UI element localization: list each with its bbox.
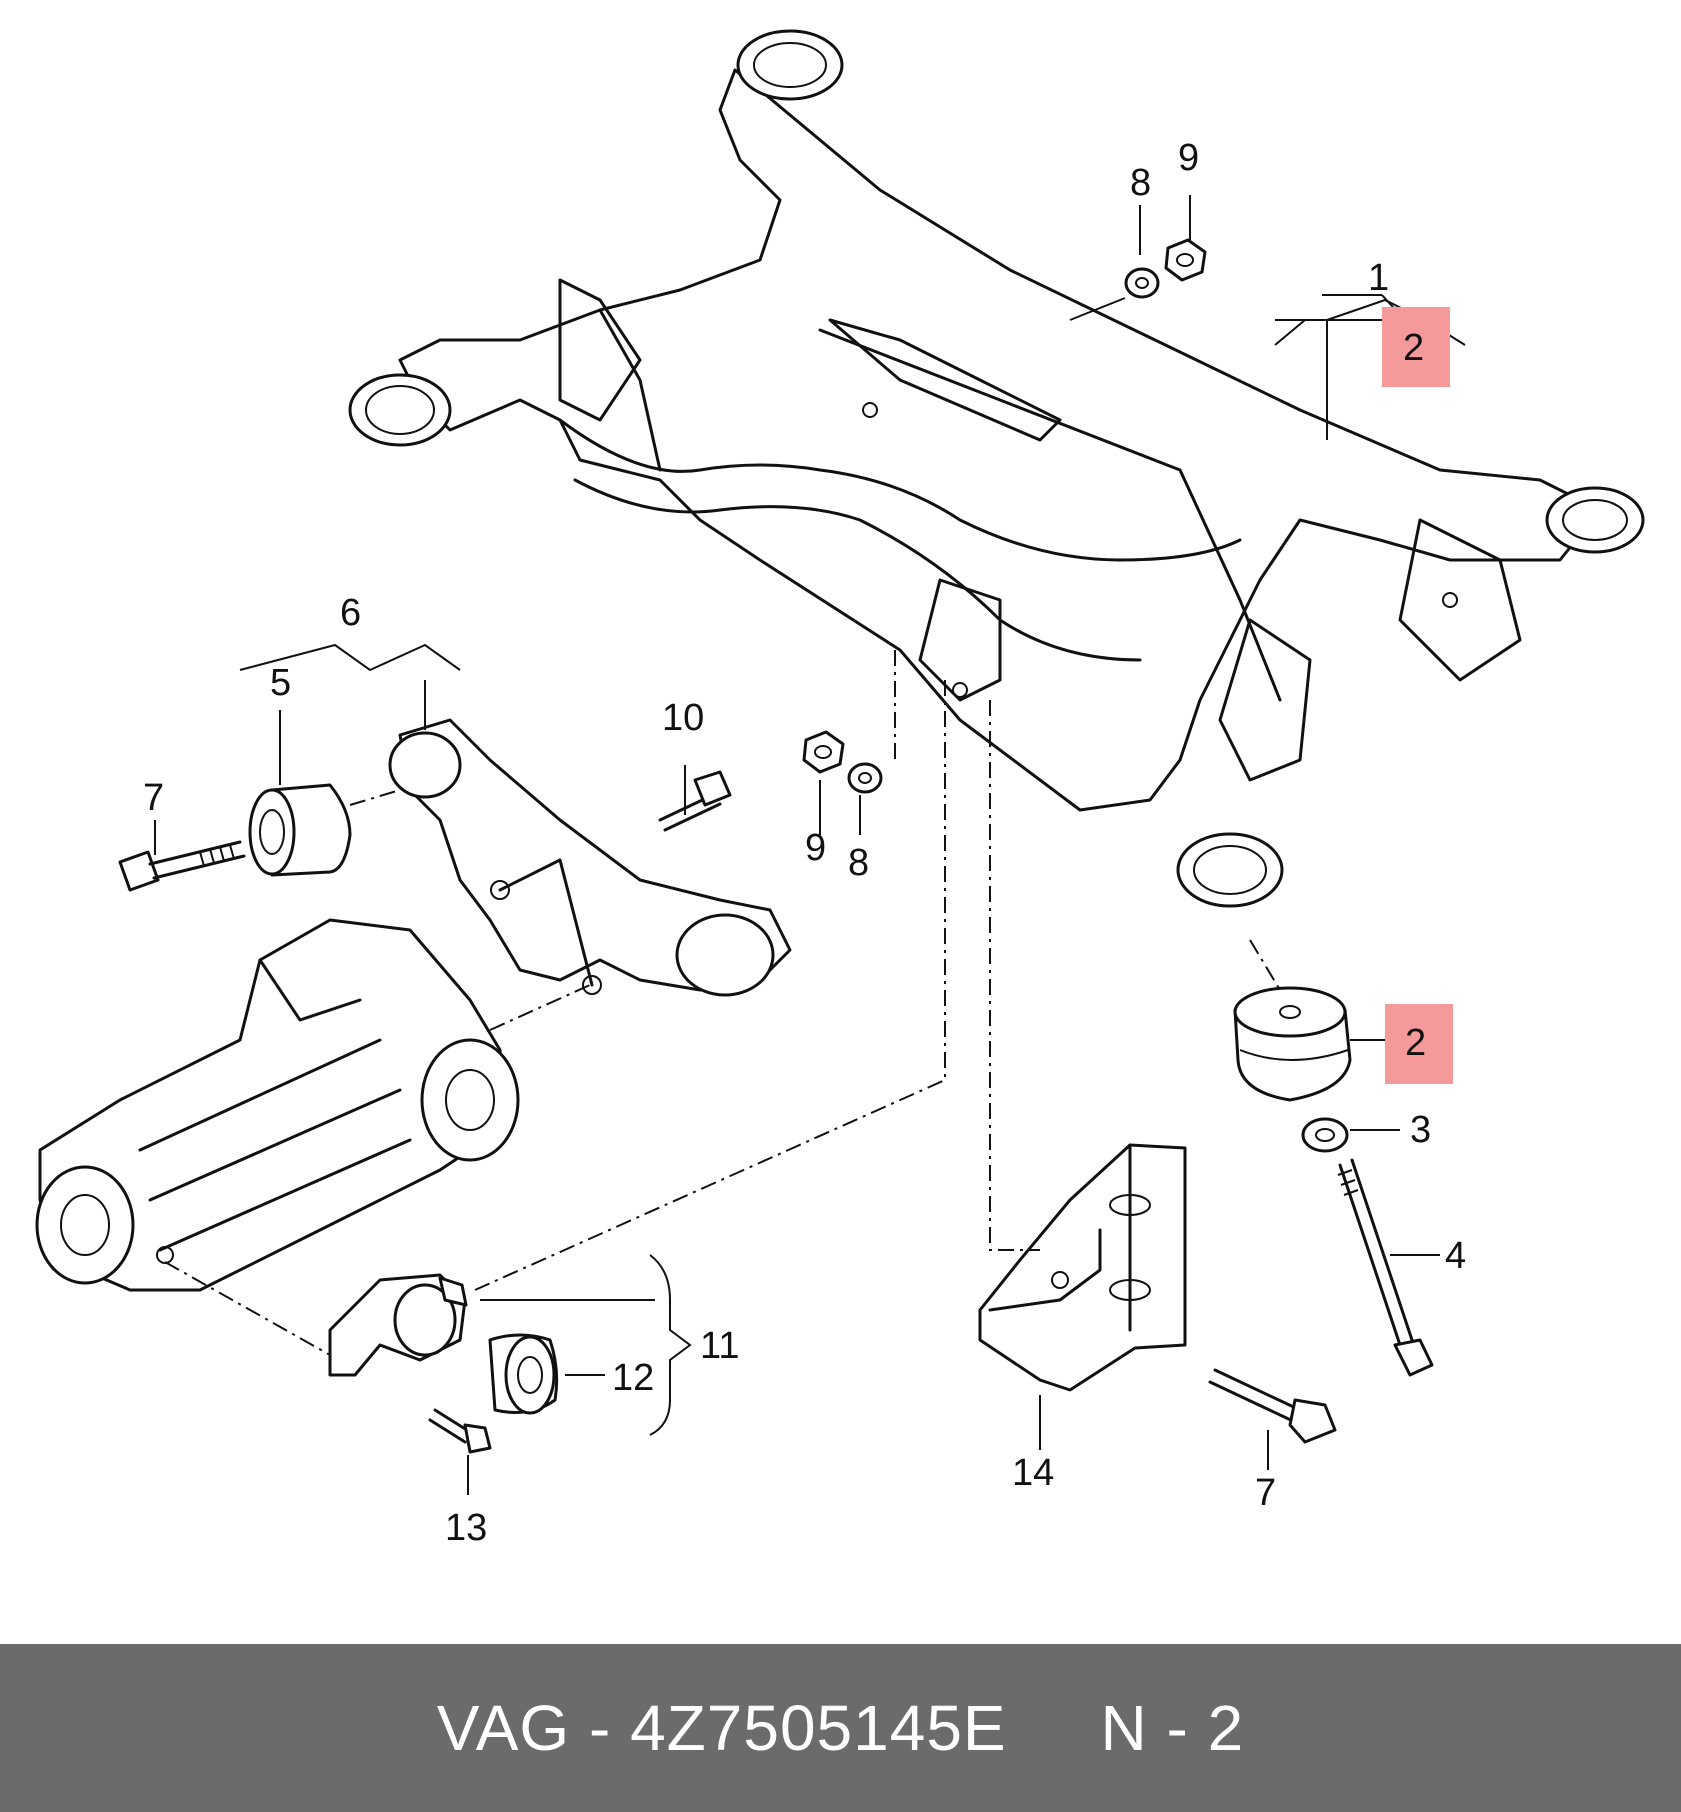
callout-8-middle: 8 xyxy=(848,842,869,884)
footer-brand: VAG xyxy=(436,1692,571,1764)
callout-10: 10 xyxy=(662,697,704,739)
callout-14: 14 xyxy=(1012,1452,1054,1494)
callout-7-left: 7 xyxy=(143,777,164,819)
bracket-14 xyxy=(978,1143,1187,1392)
bushing-5 xyxy=(248,783,352,877)
highlight-box-top xyxy=(1382,307,1450,387)
footer-gap xyxy=(1007,1691,1101,1765)
washer-nut-middle xyxy=(802,730,883,794)
callout-9-middle: 9 xyxy=(805,827,826,869)
callout-7-right: 7 xyxy=(1255,1472,1276,1514)
callout-12: 12 xyxy=(612,1357,654,1399)
subframe xyxy=(348,29,1645,908)
callout-2-mount: 2 xyxy=(1405,1022,1426,1064)
footer-separator: - xyxy=(570,1692,631,1764)
callout-5: 5 xyxy=(270,662,291,704)
bolt-13 xyxy=(428,1408,492,1454)
bolt-7-left xyxy=(118,840,246,892)
rubber-mount-2 xyxy=(1233,986,1352,1102)
washer-nut-top xyxy=(1124,238,1207,299)
long-bolt-4 xyxy=(1337,1158,1434,1377)
bolt-7-right xyxy=(1208,1368,1337,1444)
bolt-10 xyxy=(658,770,732,832)
callout-3: 3 xyxy=(1410,1109,1431,1151)
callout-6: 6 xyxy=(340,592,361,634)
crossmember xyxy=(388,718,792,997)
leader-lines xyxy=(154,195,1466,1495)
bushing-12 xyxy=(488,1333,559,1415)
footer-part-number: 4Z7505145E xyxy=(630,1692,1007,1764)
callout-9-top: 9 xyxy=(1178,137,1199,179)
footer-bar: VAG - 4Z7505145E N - 2 xyxy=(0,1644,1681,1812)
parts-diagram: 1 2 2 3 4 5 6 7 7 8 8 9 9 10 11 12 13 14 xyxy=(35,29,1645,1549)
bracket-11 xyxy=(328,1273,468,1377)
highlight-box-mount xyxy=(1385,1004,1453,1084)
callout-4: 4 xyxy=(1445,1235,1466,1277)
footer-position: N - 2 xyxy=(1100,1692,1245,1764)
callout-13: 13 xyxy=(445,1507,487,1549)
final-drive xyxy=(35,918,520,1292)
callout-8-top: 8 xyxy=(1130,162,1151,204)
assembly-lines xyxy=(164,650,1281,1356)
callout-1: 1 xyxy=(1368,257,1389,299)
washer-3 xyxy=(1301,1117,1349,1153)
callout-2-top: 2 xyxy=(1403,327,1424,369)
callout-11: 11 xyxy=(700,1325,739,1367)
